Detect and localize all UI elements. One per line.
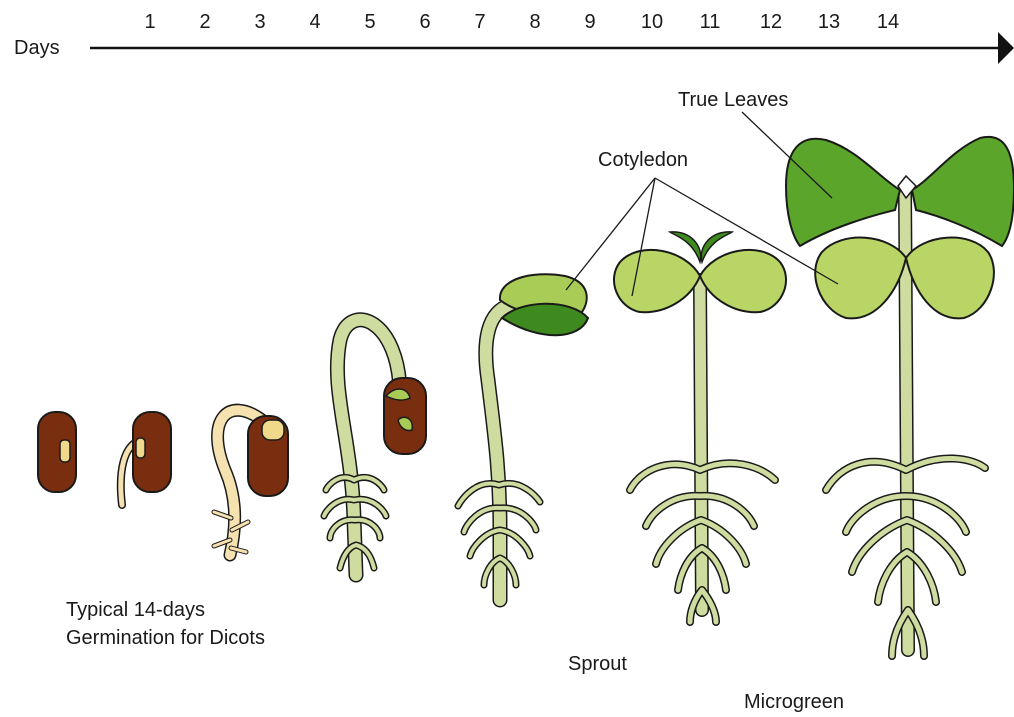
seed-stage-2: [121, 412, 171, 505]
sprout-stage: [458, 274, 588, 600]
true-leaves-label: True Leaves: [678, 88, 788, 112]
seed-stage-3: [214, 410, 288, 555]
timeline-arrow: [90, 32, 1014, 64]
seedling-stage-4: [324, 320, 426, 575]
cotyledon-label: Cotyledon: [598, 148, 688, 172]
seed-stage-1: [38, 412, 76, 492]
sprout-label: Sprout: [568, 652, 627, 676]
caption-line-1: Typical 14-days: [66, 598, 205, 622]
microgreen-label: Microgreen: [744, 690, 844, 714]
caption-line-2: Germination for Dicots: [66, 626, 265, 650]
microgreen-stage: [786, 137, 1014, 656]
seedling-stage-6: [614, 232, 786, 622]
